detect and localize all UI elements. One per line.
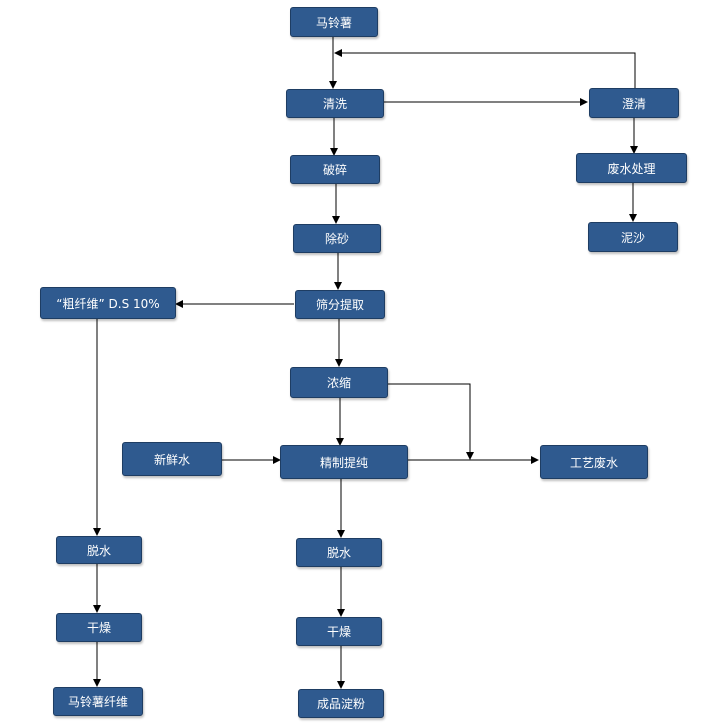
arrow-concentrate-to-process-wastewater (388, 383, 474, 460)
node-dry-center: 干燥 (296, 617, 382, 646)
node-concentrate: 浓缩 (290, 367, 388, 398)
node-dewater-left: 脱水 (56, 536, 142, 564)
node-sieve-extract: 筛分提取 (295, 290, 385, 319)
node-wash: 清洗 (286, 89, 384, 118)
node-process-wastewater: 工艺废水 (540, 445, 648, 479)
node-dry-left: 干燥 (56, 613, 142, 642)
node-clarify: 澄清 (589, 88, 679, 118)
node-fresh-water: 新鲜水 (122, 442, 222, 476)
arrow-clarify-return-to-wash (334, 49, 636, 88)
node-crush: 破碎 (290, 155, 380, 184)
node-dewater-center: 脱水 (296, 538, 382, 567)
node-starch-product: 成品淀粉 (298, 689, 384, 718)
node-desand: 除砂 (293, 224, 381, 253)
node-coarse-fiber: “粗纤维” D.S 10% (40, 287, 176, 319)
node-sludge: 泥沙 (588, 222, 678, 252)
node-refine: 精制提纯 (280, 445, 408, 479)
node-potato: 马铃薯 (290, 7, 378, 37)
node-wastewater-treatment: 废水处理 (576, 153, 687, 183)
node-potato-fiber: 马铃薯纤维 (53, 687, 143, 716)
